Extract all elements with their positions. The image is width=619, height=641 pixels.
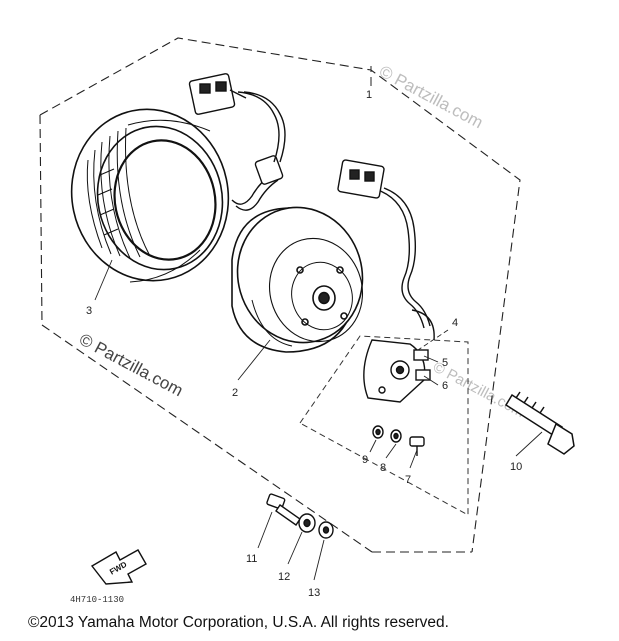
bottom-bolt (266, 493, 301, 526)
stator-coil (70, 108, 230, 283)
callout-8: 8 (380, 462, 386, 474)
lock-washer (298, 513, 316, 533)
screw (409, 436, 425, 456)
pickup-dashed-box (299, 335, 469, 516)
pickup-wire-harness (377, 187, 435, 341)
flywheel-bolt (504, 391, 575, 455)
copyright-notice: ©2013 Yamaha Motor Corporation, U.S.A. A… (28, 614, 449, 631)
callout-3: 3 (86, 305, 92, 317)
pickup-connector (337, 159, 385, 199)
diagram-code: 4H710-1130 (70, 595, 124, 605)
callout-12: 12 (278, 571, 290, 583)
flat-washer (318, 521, 334, 539)
callout-4: 4 (452, 317, 458, 329)
watermark-left-middle: © Partzilla.com (76, 330, 186, 401)
callout-labels: 1 2 3 4 5 6 7 8 9 10 11 12 13 (86, 89, 522, 599)
callout-1: 1 (366, 89, 372, 101)
callout-9: 9 (362, 454, 368, 466)
callout-6: 6 (442, 380, 448, 392)
callout-2: 2 (232, 387, 238, 399)
callout-10: 10 (510, 461, 522, 473)
stator-wire-harness (231, 91, 286, 211)
callout-leaders (94, 259, 543, 581)
callout-7: 7 (405, 474, 411, 486)
spring-washer (372, 425, 384, 439)
pickup-coil (363, 339, 431, 403)
plain-washer (390, 429, 402, 443)
callout-5: 5 (442, 357, 448, 369)
flywheel-rotor (231, 206, 364, 353)
callout-11: 11 (246, 553, 257, 565)
fwd-arrow-icon: FWD (90, 549, 147, 585)
stator-connector (188, 73, 247, 115)
watermark-top-right: © Partzilla.com (376, 62, 486, 133)
callout-13: 13 (308, 587, 320, 599)
